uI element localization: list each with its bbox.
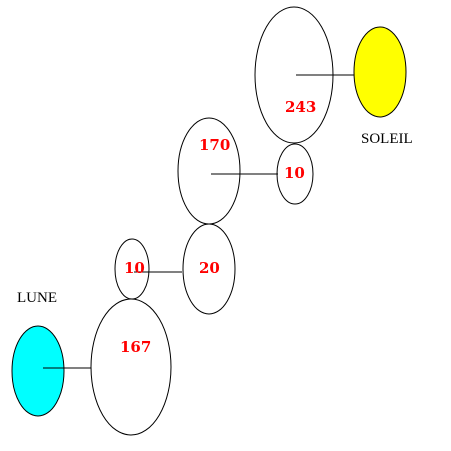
sun-ellipse [353,26,407,118]
moon-label: LUNE [17,290,57,306]
sun-label: SOLEIL [361,131,413,147]
node-167 [90,298,172,436]
moon-ellipse [11,325,65,417]
node-170-value: 170 [199,136,230,154]
node-20-value: 20 [199,259,220,277]
node-167-value: 167 [120,338,151,356]
node-20 [182,223,236,315]
node-10-upper [276,143,314,205]
node-10-upper-value: 10 [284,164,305,182]
node-243 [254,6,334,144]
node-10-lower-value: 10 [124,259,145,277]
node-243-value: 243 [285,98,316,116]
